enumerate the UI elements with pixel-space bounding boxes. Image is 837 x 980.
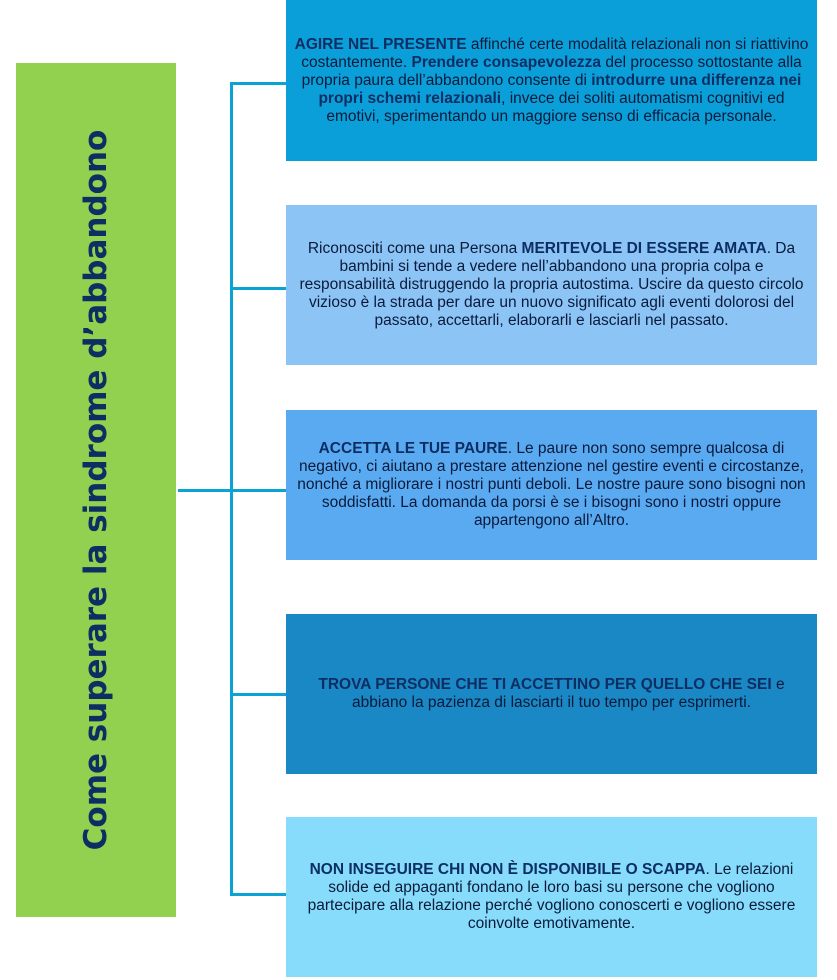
tip-box-4: TROVA PERSONE CHE TI ACCETTINO PER QUELL… [286, 614, 817, 774]
tip-text-segment: . Da bambini si tende a vedere nell’abba… [299, 240, 804, 329]
tip-keyword: Prendere consapevolezza [411, 53, 602, 71]
tip-box-2: Riconosciti come una Persona MERITEVOLE … [286, 205, 817, 365]
connector-branch-5 [230, 893, 286, 896]
tip-keyword: introdurre una differenza nei propri sch… [318, 71, 802, 107]
tip-keyword: AGIRE NEL PRESENTE [294, 35, 467, 53]
tip-keyword: MERITEVOLE DI ESSERE AMATA [521, 240, 767, 257]
tip-text-segment: . Le paure non sono sempre qualcosa di n… [297, 440, 806, 529]
tip-text-segment: , invece dei soliti automatismi cognitiv… [326, 89, 785, 125]
connector-spine [230, 82, 233, 895]
tip-text-segment: . Le relazioni solide ed appaganti fonda… [307, 861, 796, 932]
tip-text-4: TROVA PERSONE CHE TI ACCETTINO PER QUELL… [290, 676, 813, 712]
connector-branch-3 [230, 489, 286, 492]
connector-branch-4 [230, 693, 286, 696]
connector-branch-2 [230, 287, 286, 290]
tip-keyword: TROVA PERSONE CHE TI ACCETTINO PER QUELL… [318, 676, 772, 693]
tip-text-segment: del processo sottostante alla propria pa… [301, 53, 802, 89]
tip-text-segment: affinché certe modalità relazionali non … [301, 35, 809, 71]
tip-box-3: ACCETTA LE TUE PAURE. Le paure non sono … [286, 410, 817, 560]
tip-text-segment: Riconosciti come una Persona [307, 240, 522, 257]
title-box [16, 63, 176, 917]
tip-text-3: ACCETTA LE TUE PAURE. Le paure non sono … [290, 440, 813, 530]
connector-stub [178, 489, 232, 492]
diagram-title: Come superare la sindrome d’abbandono [78, 129, 114, 851]
tip-text-5: NON INSEGUIRE CHI NON È DISPONIBILE O SC… [290, 861, 813, 933]
tip-text-segment: e abbiano la pazienza di lasciarti il tu… [352, 676, 785, 711]
tip-text-2: Riconosciti come una Persona MERITEVOLE … [290, 240, 813, 330]
tip-text-1: AGIRE NEL PRESENTE affinché certe modali… [290, 36, 813, 126]
connector-branch-1 [230, 82, 286, 85]
tip-box-1: AGIRE NEL PRESENTE affinché certe modali… [286, 0, 817, 161]
tip-keyword: NON INSEGUIRE CHI NON È DISPONIBILE O SC… [309, 861, 706, 878]
tip-keyword: ACCETTA LE TUE PAURE [318, 440, 508, 457]
tip-box-5: NON INSEGUIRE CHI NON È DISPONIBILE O SC… [286, 817, 817, 977]
